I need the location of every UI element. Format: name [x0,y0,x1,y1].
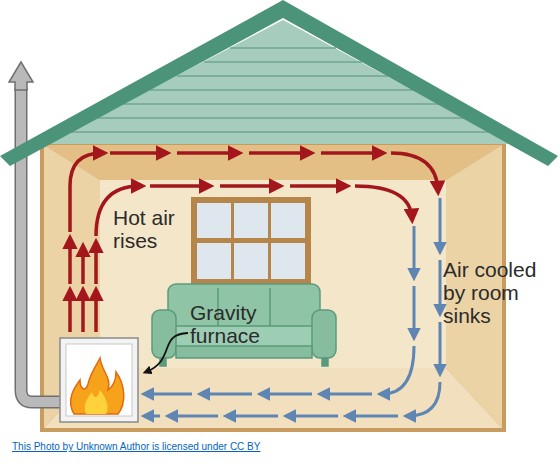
shingle-line [96,117,466,119]
hot-air-arrow [110,151,165,155]
cool-air-arrow [146,415,160,418]
window-pane [197,203,231,238]
window [191,197,311,285]
cool-air-arrows [146,198,440,416]
hot-air-arrow [391,153,438,190]
chimney-pipe [9,62,62,402]
furnace-door [66,344,132,416]
cool-air-arrow [202,393,252,396]
hot-air-arrow [321,151,381,155]
window-pane [271,243,305,279]
wall-outline [40,140,506,432]
window-frame [191,197,311,285]
window-pane [234,243,268,279]
cool-air-arrow [439,322,442,372]
hot-air-arrow [249,151,309,155]
cool-air-arrow [348,415,398,418]
hot-air-arrow [290,184,345,188]
flame [71,358,124,414]
hot-air-arrow [177,151,237,155]
window-pane [197,243,231,279]
hot-air-label: Hot air rises [113,206,199,252]
shingle-line [150,89,414,91]
roof-edge [0,0,558,166]
hot-air-arrow [68,292,72,332]
cool-air-arrow [288,415,338,418]
shingle-line [177,75,388,77]
shingle-line [204,61,362,63]
house-walls [40,140,506,432]
cool-air-arrow [439,260,442,312]
back-wall [100,180,446,368]
cool-air-label: Air cooled by room sinks [443,258,555,327]
couch-arm [152,310,176,358]
couch-leg [322,358,328,366]
cool-air-arrow [413,286,416,336]
cool-air-arrow [439,198,442,250]
leader-line [146,333,188,372]
furnace [60,338,138,422]
couch [152,284,336,366]
couch-arm [312,310,336,358]
hot-air-arrow [94,244,98,284]
cool-air-arrow [170,415,218,418]
cool-air-arrow [413,226,416,276]
cool-air-arrow [228,415,278,418]
couch-seam [269,288,271,330]
hot-air-arrow [355,186,412,218]
shingle-line [123,103,440,105]
shingle-line [230,47,336,49]
cool-air-arrow [146,393,192,396]
roof-shingles [46,20,512,144]
couch-base [176,346,312,358]
cool-air-arrow [408,382,440,416]
furnace-box [60,338,138,422]
cool-air-arrow [322,393,372,396]
furnace-label: Gravity furnace [190,301,282,347]
window-pane [234,203,268,238]
pipe-cap [9,62,33,90]
cool-air-arrow [382,346,414,394]
hot-air-arrow [94,292,98,332]
shingle-line [70,131,490,133]
hot-air-arrow [220,184,278,188]
window-pane [271,203,305,238]
roof [0,0,558,166]
hot-air-arrow [81,248,85,284]
hot-air-arrow [81,292,85,332]
cool-air-arrow [262,393,312,396]
hot-air-arrow [68,240,72,284]
hot-air-arrow [150,184,208,188]
flame-core [85,390,108,414]
attribution-caption: This Photo by Unknown Author is licensed… [12,441,260,453]
